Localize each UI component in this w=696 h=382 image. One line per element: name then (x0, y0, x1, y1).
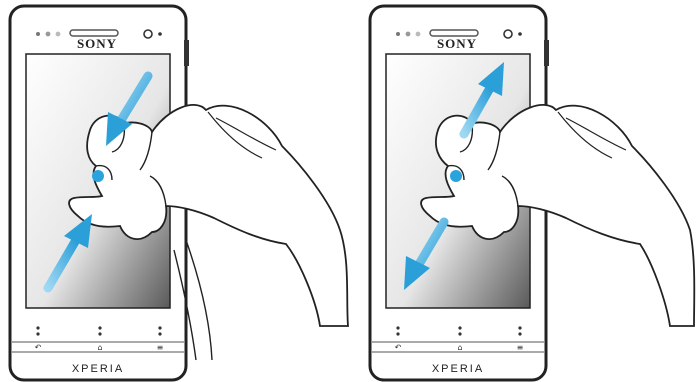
touch-point-icon (92, 170, 104, 182)
arrow-up-right-icon (459, 62, 504, 139)
hand (420, 104, 696, 327)
front-camera-icon (503, 29, 513, 39)
arrow-down-left-icon (404, 217, 449, 290)
model-label: XPERIA (432, 363, 484, 375)
home-icon[interactable]: ⌂ (457, 343, 462, 352)
touch-point-icon (450, 170, 462, 182)
nav-bar: ↶ ⌂ ≡ (12, 326, 184, 353)
home-icon[interactable]: ⌂ (97, 343, 102, 352)
phone-left: SONY ↶ ⌂ ≡ (8, 4, 349, 382)
back-icon[interactable]: ↶ (34, 343, 42, 352)
brand-logo: SONY (77, 36, 117, 51)
menu-icon[interactable]: ≡ (517, 343, 524, 352)
phone-right: SONY ↶ ⌂ ≡ XPERIA (368, 4, 696, 382)
brand-logo: SONY (437, 36, 477, 51)
arrow-up-right-icon (43, 214, 92, 293)
back-icon[interactable]: ↶ (394, 343, 402, 352)
model-label: XPERIA (72, 363, 124, 375)
front-camera-icon (143, 29, 153, 39)
earpiece-speaker (36, 29, 119, 37)
earpiece-speaker (396, 29, 479, 37)
nav-bar: ↶ ⌂ ≡ (372, 326, 544, 353)
menu-icon[interactable]: ≡ (157, 343, 164, 352)
hand (68, 104, 349, 327)
arrow-down-left-icon (106, 71, 153, 146)
